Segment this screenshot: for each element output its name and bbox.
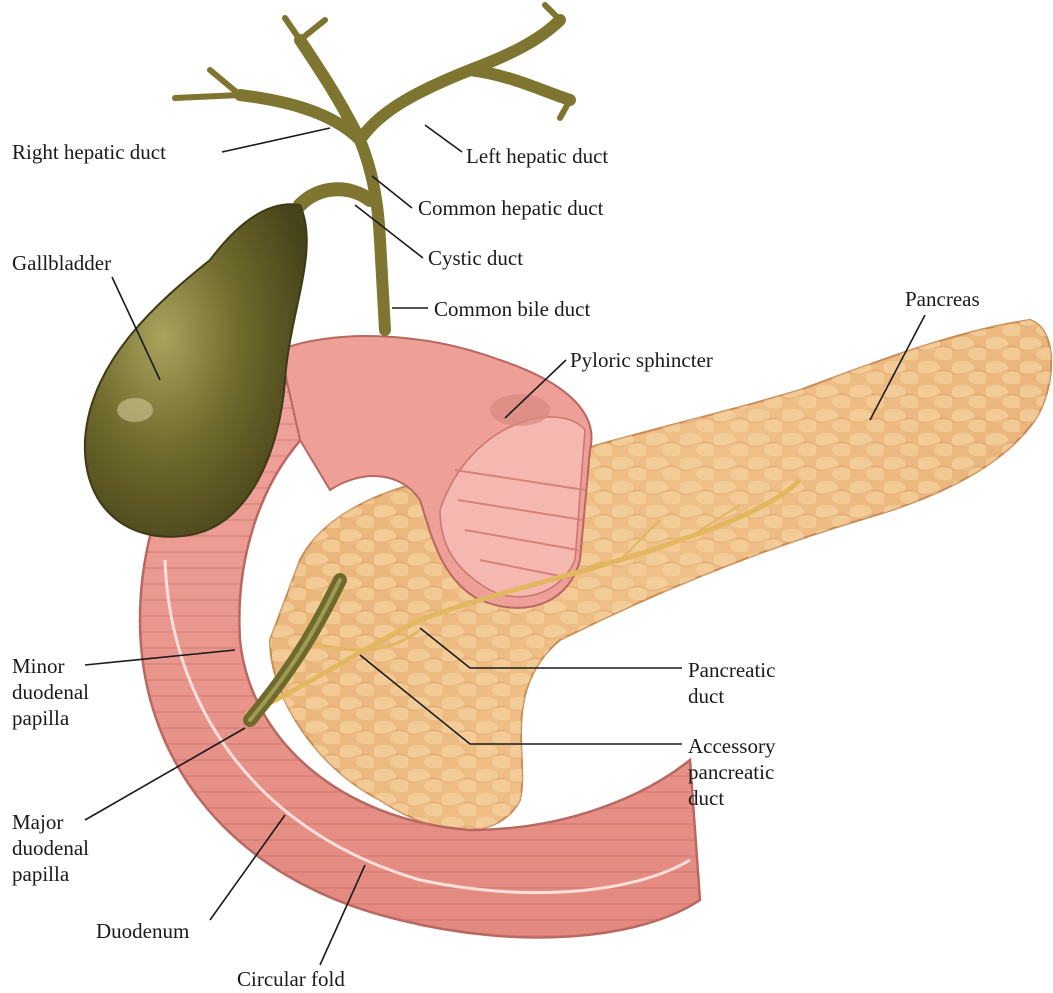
- label-cystic-duct: Cystic duct: [428, 245, 523, 271]
- label-common-bile-duct: Common bile duct: [434, 296, 590, 322]
- label-left-hepatic-duct: Left hepatic duct: [466, 143, 608, 169]
- label-minor-duodenal-papilla: Minor duodenal papilla: [12, 653, 89, 731]
- label-duodenum: Duodenum: [96, 918, 189, 944]
- label-line: Accessory: [688, 733, 775, 759]
- label-line: papilla: [12, 861, 89, 887]
- label-gallbladder: Gallbladder: [12, 250, 111, 276]
- label-pancreatic-duct: Pancreatic duct: [688, 657, 775, 709]
- label-accessory-pancreatic-duct: Accessory pancreatic duct: [688, 733, 775, 811]
- leader-cystic-duct: [355, 205, 423, 258]
- label-line: Major: [12, 809, 89, 835]
- label-line: pancreatic: [688, 759, 775, 785]
- label-major-duodenal-papilla: Major duodenal papilla: [12, 809, 89, 887]
- gallbladder-shape: [85, 204, 307, 536]
- label-line: Pancreatic: [688, 657, 775, 683]
- label-line: Minor: [12, 653, 89, 679]
- label-line: duodenal: [12, 835, 89, 861]
- leader-left-hepatic-duct: [425, 125, 462, 152]
- label-pyloric-sphincter: Pyloric sphincter: [570, 347, 713, 373]
- label-line: duct: [688, 683, 775, 709]
- leader-right-hepatic-duct: [222, 128, 330, 152]
- label-line: papilla: [12, 705, 89, 731]
- label-line: duodenal: [12, 679, 89, 705]
- label-pancreas: Pancreas: [905, 286, 980, 312]
- label-line: duct: [688, 785, 775, 811]
- label-common-hepatic-duct: Common hepatic duct: [418, 195, 603, 221]
- label-circular-fold: Circular fold: [237, 966, 345, 992]
- label-right-hepatic-duct: Right hepatic duct: [12, 139, 166, 165]
